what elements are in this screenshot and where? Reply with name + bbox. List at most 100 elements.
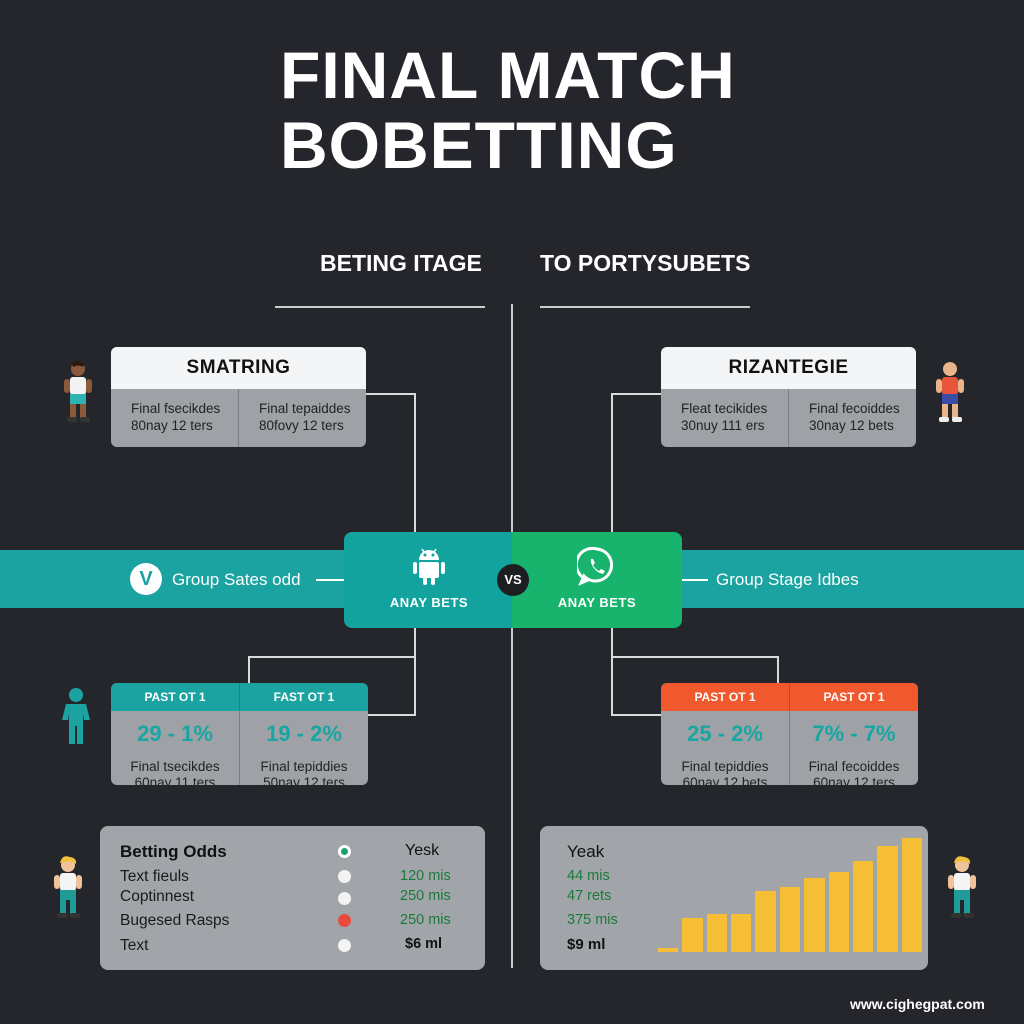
bar-11 (901, 838, 922, 952)
status-dot-icon (338, 870, 351, 883)
band-left-dash (316, 579, 344, 581)
bar-panel-label: 47 rets (567, 888, 612, 904)
odds-row-label: Coptinnest (120, 888, 195, 905)
alert-dot-icon (338, 914, 351, 927)
vs-badge: VS (497, 564, 529, 596)
player-icon (64, 360, 92, 422)
card-top-right-header: RIZANTEGIE (661, 347, 916, 389)
odds-row-label: Text fieuls (120, 868, 189, 885)
card-top-left-col1: Final fsecikdes 80nay 12 ters (111, 389, 238, 447)
whatsapp-icon (574, 546, 614, 586)
odds-pct: 25 - 2% (687, 721, 763, 746)
bar-5 (755, 890, 776, 952)
odds-sub-text: 50nay 12 ters (263, 775, 345, 785)
bar-1 (658, 947, 679, 952)
odds-row-value: 250 mis (400, 912, 451, 928)
card-text: Final fsecikdes (131, 401, 221, 416)
odds-card-right: PAST OT 1 PAST OT 1 25 - 2% Final tepidd… (661, 683, 918, 785)
band-right-dash (682, 579, 708, 581)
center-box-right[interactable]: ANAY BETS (512, 532, 682, 628)
bar-panel-label: 375 mis (567, 912, 618, 928)
odds-sub-text: Final tepiddies (681, 759, 769, 774)
odds-sub-text: 60nay 11 ters (134, 775, 216, 785)
odds-row-label: Text (120, 937, 149, 954)
odds-pct: 7% - 7% (812, 721, 896, 746)
card-top-left-header: SMATRING (111, 347, 366, 389)
connector-top-right (611, 393, 661, 533)
band-left-label: Group Sates odd (172, 570, 301, 589)
odds-sub-text: 60nay 12 ters (813, 775, 895, 785)
subhead-left: BETING ITAGE (320, 250, 482, 276)
card-text: Final fecoiddes (809, 401, 900, 416)
badge-v: V (130, 563, 162, 595)
title-line-2: BOBETTING (280, 108, 678, 182)
odds-row-label: Bugesed Rasps (120, 912, 230, 929)
betting-odds-title: Betting Odds (120, 842, 227, 861)
player-icon (54, 856, 82, 918)
bar-10 (877, 846, 898, 952)
player-icon (936, 361, 964, 422)
betting-odds-panel: Betting Odds Yesk Text fieuls 120 mis Co… (100, 826, 485, 970)
connector-mid-right (611, 656, 779, 684)
odds-row-value: 120 mis (400, 868, 451, 884)
card-text: 30nay 12 bets (809, 418, 894, 433)
odds-sub-text: Final tepiddies (260, 759, 348, 774)
bar-2 (682, 918, 703, 952)
bar-6 (779, 886, 801, 952)
card-text: Final tepaiddes (259, 401, 351, 416)
connector-mid-left-b (368, 656, 416, 716)
card-top-right: RIZANTEGIE Fleat tecikides 30nuy 111 ers… (661, 347, 916, 447)
bar-chart-panel: Yeak 44 mis 47 rets 375 mis $9 ml (540, 826, 928, 970)
odds-row-value: $6 ml (405, 936, 443, 952)
odds-row-value: 250 mis (400, 888, 451, 904)
status-dot-icon (338, 939, 351, 952)
card-text: 30nuy 111 ers (681, 418, 765, 433)
odds-left-head-1: PAST OT 1 (144, 690, 206, 704)
card-top-right-col2: Final fecoiddes 30nay 12 bets (788, 389, 916, 447)
player-silhouette-icon (62, 688, 90, 744)
bar-3 (706, 914, 728, 952)
status-dot-icon (338, 892, 351, 905)
bar-4 (731, 914, 752, 952)
bar-9 (852, 861, 874, 952)
odds-sub-text: Final fecoiddes (808, 759, 900, 774)
betting-odds-col-head: Yesk (405, 842, 440, 859)
center-left-label: ANAY BETS (389, 595, 469, 610)
card-top-right-col1: Fleat tecikides 30nuy 111 ers (661, 389, 788, 447)
odds-card-left: PAST OT 1 FAST OT 1 29 - 1% Final tsecik… (111, 683, 368, 785)
center-right-label: ANAY BETS (557, 595, 637, 610)
status-dot-icon (338, 845, 351, 858)
odds-right-head-2: PAST OT 1 (789, 683, 918, 711)
card-top-left: SMATRING Final fsecikdes 80nay 12 ters F… (111, 347, 366, 447)
center-box-left[interactable]: ANAY BETS (344, 532, 514, 628)
odds-pct: 29 - 1% (137, 721, 213, 746)
bar-7 (804, 878, 825, 952)
connector-top-left (366, 393, 416, 533)
odds-pct: 19 - 2% (266, 721, 342, 746)
odds-left-head-2: FAST OT 1 (239, 683, 368, 711)
odds-right-head-1: PAST OT 1 (694, 690, 756, 704)
band-right-label: Group Stage Idbes (716, 570, 859, 589)
odds-sub-text: Final tsecikdes (130, 759, 220, 774)
title-line-1: FINAL MATCH (280, 38, 736, 112)
connector-mid-right-b (611, 656, 661, 716)
footer-url: www.cighegpat.com (850, 996, 985, 1012)
bar-8 (828, 871, 849, 952)
bar-panel-label: 44 mis (567, 868, 610, 884)
card-top-left-col2: Final tepaiddes 80fovy 12 ters (238, 389, 366, 447)
center-divider (511, 304, 513, 968)
rule-left (275, 306, 485, 308)
player-icon (948, 856, 976, 918)
connector-mid-left-v (248, 628, 416, 656)
card-text: Fleat tecikides (681, 401, 768, 416)
connector-mid-left (248, 656, 416, 684)
card-text: 80nay 12 ters (131, 418, 213, 433)
subhead-right: TO PORTYSUBETS (540, 250, 751, 276)
rule-right (540, 306, 750, 308)
android-icon (413, 548, 445, 585)
bar-panel-title: Yeak (567, 842, 605, 861)
